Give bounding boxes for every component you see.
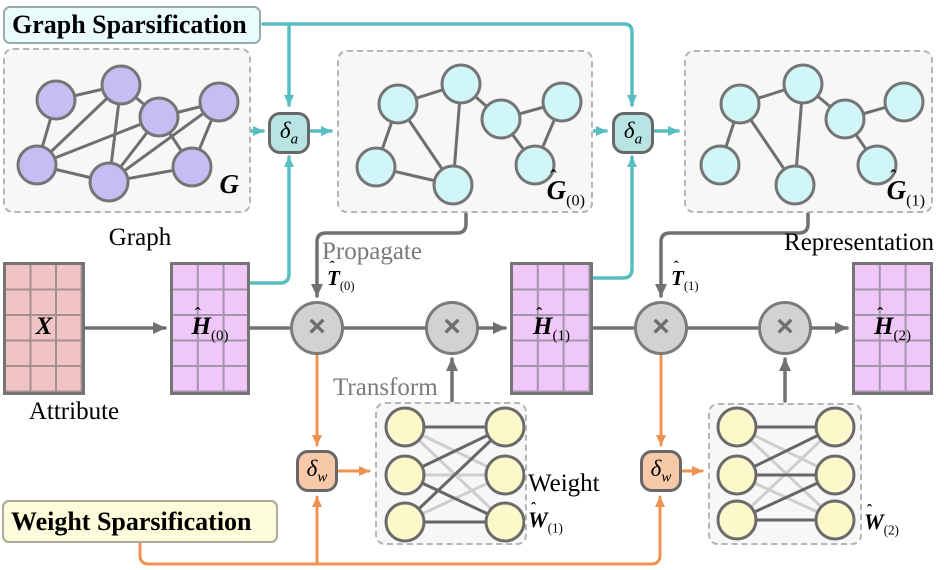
caption-weight: Weight — [528, 470, 600, 497]
graph-g0-drawing — [355, 63, 583, 206]
banner-weight-sparsification: Weight Sparsification — [2, 500, 278, 543]
caption-attribute: Attribute — [28, 398, 120, 425]
weight-w1-drawing — [384, 406, 525, 543]
multiply-op-1: × — [290, 301, 344, 355]
multiply-op-3: × — [634, 301, 688, 355]
graph-g-nodes — [16, 64, 240, 203]
weight-w1-neurons — [384, 406, 525, 543]
graph-g-box: G — [3, 48, 251, 213]
weight-w2-drawing — [716, 406, 856, 541]
graph-g0-nodes — [355, 63, 583, 206]
label-g: G — [219, 169, 240, 200]
teal-h1-to-delta-a2 — [591, 155, 637, 280]
teal-h0-to-delta-a1 — [248, 155, 294, 285]
matrix-x: X — [3, 262, 85, 395]
caption-graph: Graph — [108, 224, 172, 251]
caption-propagate: Propagate — [322, 238, 422, 265]
caption-representation: Representation — [784, 229, 934, 256]
weight-w1-box — [375, 402, 527, 545]
delta-w-1: δw — [296, 450, 338, 492]
delta-a-1: δa — [268, 112, 310, 154]
graph-g-drawing — [16, 64, 240, 203]
delta-w-2: δw — [640, 450, 682, 492]
graph-g1-drawing — [699, 63, 925, 206]
multiply-op-4: × — [758, 301, 812, 355]
multiply-op-2: × — [425, 301, 479, 355]
delta-a-2: δa — [612, 112, 654, 154]
graph-g1-nodes — [699, 63, 925, 206]
caption-transform: Transform — [333, 374, 438, 401]
weight-w2-box — [708, 403, 862, 545]
banner-graph-sparsification: Graph Sparsification — [3, 6, 261, 44]
weight-w2-neurons — [716, 406, 856, 541]
